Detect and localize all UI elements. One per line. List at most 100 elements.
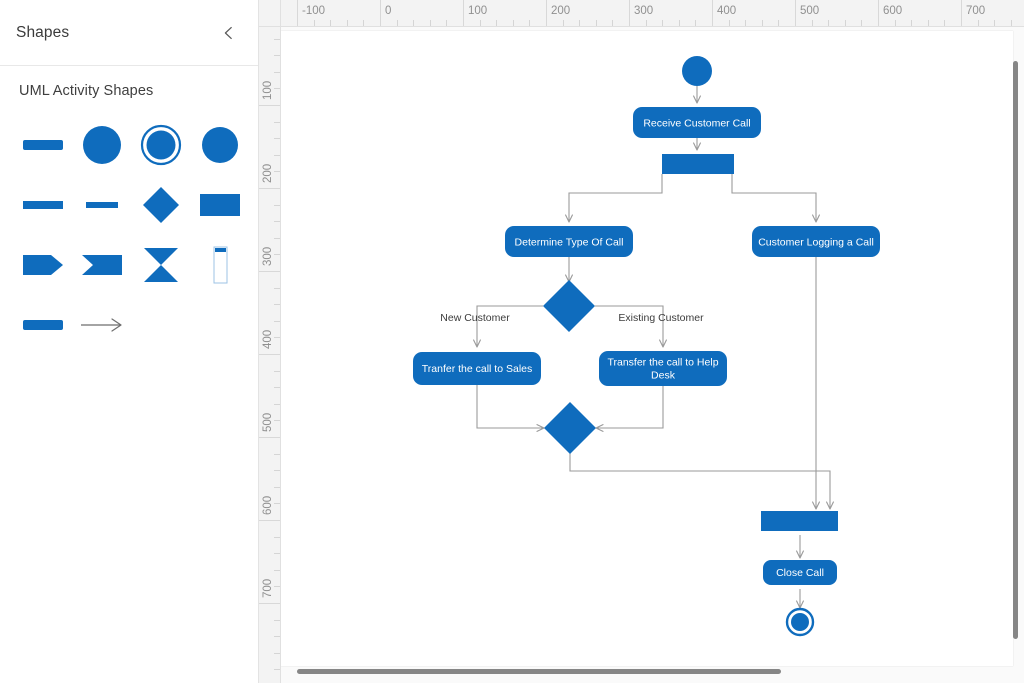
node-transfer-call-to-help-desk[interactable]: Transfer the call to Help Desk: [599, 351, 727, 386]
ruler-h-minor-tick: [778, 20, 780, 26]
ruler-v-minor-tick: [274, 586, 280, 588]
ruler-v-minor-tick: [274, 403, 280, 405]
ruler-h-label: 200: [551, 5, 571, 17]
ruler-v-major-tick: [259, 105, 280, 106]
shape-item-control-flow-connector[interactable]: [73, 295, 131, 354]
ruler-v-minor-tick: [274, 420, 280, 422]
node-decision[interactable]: [543, 280, 595, 332]
ruler-h-minor-tick: [662, 20, 664, 26]
ruler-v-minor-tick: [274, 221, 280, 223]
ruler-v-label: 600: [262, 495, 274, 515]
ruler-v-major-tick: [259, 271, 280, 272]
ruler-h-major-tick: [629, 0, 630, 26]
ruler-v-minor-tick: [274, 536, 280, 538]
ruler-h-minor-tick: [413, 20, 415, 26]
shape-item-fork-horizontal[interactable]: [14, 175, 72, 234]
node-merge[interactable]: [544, 402, 596, 454]
ruler-h-minor-tick: [562, 20, 564, 26]
chevron-left-icon[interactable]: [216, 20, 242, 46]
ruler-h-minor-tick: [529, 20, 531, 26]
shape-item-initial-node[interactable]: [73, 115, 131, 174]
ruler-v-label: 400: [262, 329, 274, 349]
shape-item-partition[interactable]: [14, 295, 72, 354]
shapes-panel-header: Shapes: [0, 0, 258, 66]
ruler-v-label: 100: [262, 80, 274, 100]
node-label: Determine Type Of Call: [515, 236, 624, 248]
ruler-h-minor-tick: [330, 20, 332, 26]
ruler-v-minor-tick: [274, 138, 280, 140]
diagram-canvas[interactable]: Receive Customer Call Determine Type Of …: [281, 27, 1024, 683]
ruler-v-minor-tick: [274, 254, 280, 256]
ruler-h-minor-tick: [745, 20, 747, 26]
ruler-h-minor-tick: [844, 20, 846, 26]
ruler-v-minor-tick: [274, 470, 280, 472]
ruler-v-minor-tick: [274, 669, 280, 671]
shape-item-activity[interactable]: [191, 175, 249, 234]
ruler-h-label: -100: [302, 5, 326, 17]
ruler-h-minor-tick: [595, 20, 597, 26]
node-fork-bar[interactable]: [662, 154, 734, 174]
shape-item-note[interactable]: [191, 235, 249, 294]
shape-item-final-node[interactable]: [132, 115, 190, 174]
ruler-h-major-tick: [712, 0, 713, 26]
node-initial[interactable]: [682, 56, 712, 86]
ruler-h-minor-tick: [927, 20, 929, 26]
node-receive-customer-call[interactable]: Receive Customer Call: [633, 107, 761, 138]
shape-item-decision-node[interactable]: [132, 175, 190, 234]
ruler-h-minor-tick: [811, 20, 813, 26]
vertical-scrollbar[interactable]: [1010, 33, 1021, 653]
ruler-v-minor-tick: [274, 619, 280, 621]
ruler-h-major-tick: [546, 0, 547, 26]
ruler-v-major-tick: [259, 188, 280, 189]
node-label-line2: Desk: [651, 369, 676, 381]
ruler-v-minor-tick: [274, 171, 280, 173]
edge-label-existing-customer: Existing Customer: [618, 312, 704, 324]
shape-item-time-event[interactable]: [132, 235, 190, 294]
ruler-h-minor-tick: [728, 20, 730, 26]
ruler-h-minor-tick: [512, 20, 514, 26]
shape-item-join-horizontal[interactable]: [73, 175, 131, 234]
ruler-v-minor-tick: [274, 652, 280, 654]
ruler-h-label: 500: [800, 5, 820, 17]
ruler-v-minor-tick: [274, 486, 280, 488]
node-close-call[interactable]: Close Call: [763, 560, 837, 585]
ruler-h-label: 0: [385, 5, 392, 17]
ruler-h-minor-tick: [944, 20, 946, 26]
shape-item-send-signal[interactable]: [14, 235, 72, 294]
ruler-h-minor-tick: [496, 20, 498, 26]
vertical-scrollbar-thumb[interactable]: [1013, 61, 1018, 639]
diagram-edges: [473, 86, 834, 609]
ruler-h-minor-tick: [695, 20, 697, 26]
ruler-v-minor-tick: [274, 38, 280, 40]
shape-item-activity-final-node[interactable]: [191, 115, 249, 174]
ruler-v-major-tick: [259, 520, 280, 521]
ruler-h-minor-tick: [861, 20, 863, 26]
node-determine-type-of-call[interactable]: Determine Type Of Call: [505, 226, 633, 257]
ruler-h-minor-tick: [1010, 20, 1012, 26]
ruler-v-minor-tick: [274, 55, 280, 57]
ruler-h-minor-tick: [313, 20, 315, 26]
shape-item-receive-signal[interactable]: [73, 235, 131, 294]
node-join-bar[interactable]: [761, 511, 838, 531]
ruler-v-minor-tick: [274, 569, 280, 571]
node-transfer-call-to-sales[interactable]: Tranfer the call to Sales: [413, 352, 541, 385]
ruler-v-minor-tick: [274, 237, 280, 239]
ruler-h-minor-tick: [429, 20, 431, 26]
ruler-h-minor-tick: [479, 20, 481, 26]
ruler-v-label: 700: [262, 578, 274, 598]
diagram-page[interactable]: Receive Customer Call Determine Type Of …: [281, 31, 1013, 666]
ruler-corner: [259, 0, 281, 27]
node-label: Tranfer the call to Sales: [422, 363, 533, 375]
ruler-h-minor-tick: [994, 20, 996, 26]
node-customer-logging-a-call[interactable]: Customer Logging a Call: [752, 226, 880, 257]
ruler-h-major-tick: [463, 0, 464, 26]
shape-item-action-bar[interactable]: [14, 115, 72, 174]
horizontal-scrollbar-thumb[interactable]: [297, 669, 781, 674]
ruler-v-minor-tick: [274, 337, 280, 339]
ruler-h-minor-tick: [678, 20, 680, 26]
ruler-v-minor-tick: [274, 71, 280, 73]
node-final[interactable]: [785, 607, 815, 637]
horizontal-scrollbar[interactable]: [259, 666, 1024, 677]
ruler-h-minor-tick: [645, 20, 647, 26]
